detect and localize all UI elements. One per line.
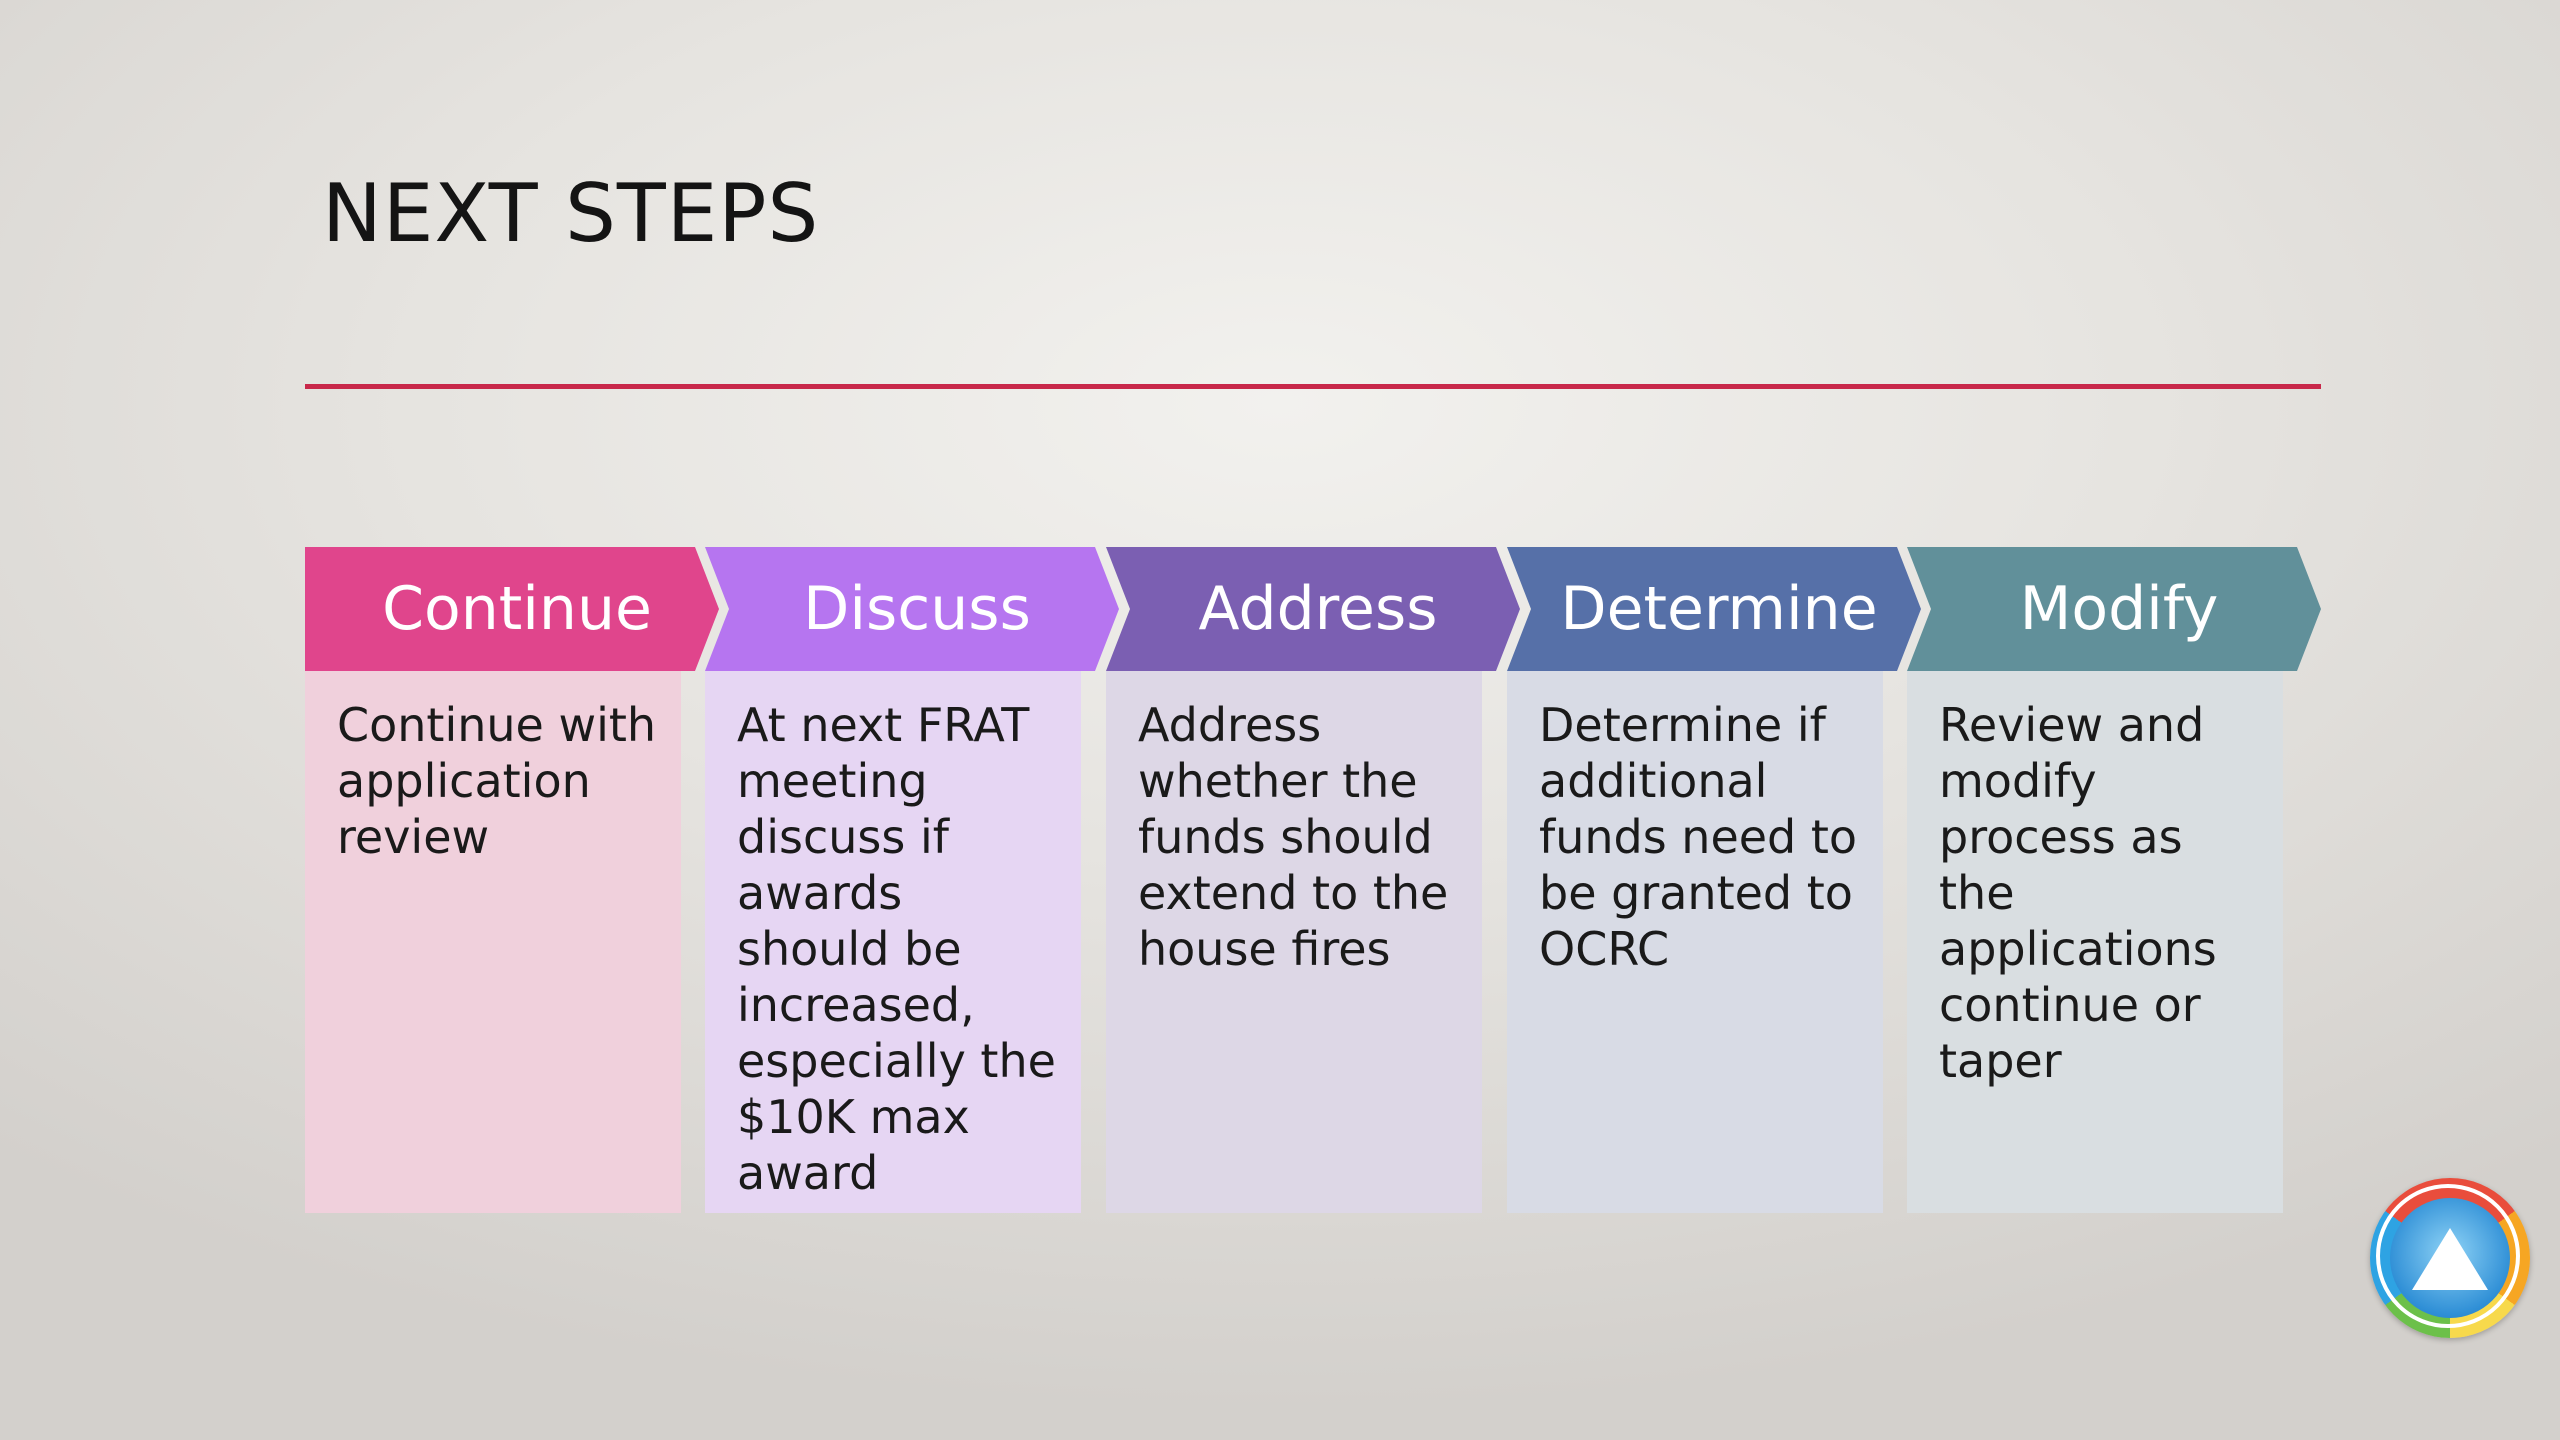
step-label: Determine xyxy=(1560,574,1878,644)
step-body-continue: Continue with application review xyxy=(305,671,681,1213)
step-label: Discuss xyxy=(803,574,1031,644)
organization-logo-icon xyxy=(2370,1178,2530,1338)
step-body-discuss: At next FRAT meeting discuss if awards s… xyxy=(705,671,1081,1213)
step-body-determine: Determine if additional funds need to be… xyxy=(1507,671,1883,1213)
slide-title: NEXT STEPS xyxy=(322,167,820,260)
logo-ring xyxy=(2376,1184,2520,1328)
step-label: Modify xyxy=(2019,574,2219,644)
step-label: Continue xyxy=(382,574,652,644)
step-header-address: Address xyxy=(1106,547,1520,671)
title-divider xyxy=(305,384,2321,389)
step-body-modify: Review and modify process as the applica… xyxy=(1907,671,2283,1213)
step-header-modify: Modify xyxy=(1907,547,2321,671)
step-header-continue: Continue xyxy=(305,547,719,671)
step-body-address: Address whether the funds should extend … xyxy=(1106,671,1482,1213)
step-header-determine: Determine xyxy=(1507,547,1921,671)
step-header-discuss: Discuss xyxy=(705,547,1119,671)
step-label: Address xyxy=(1198,574,1438,644)
